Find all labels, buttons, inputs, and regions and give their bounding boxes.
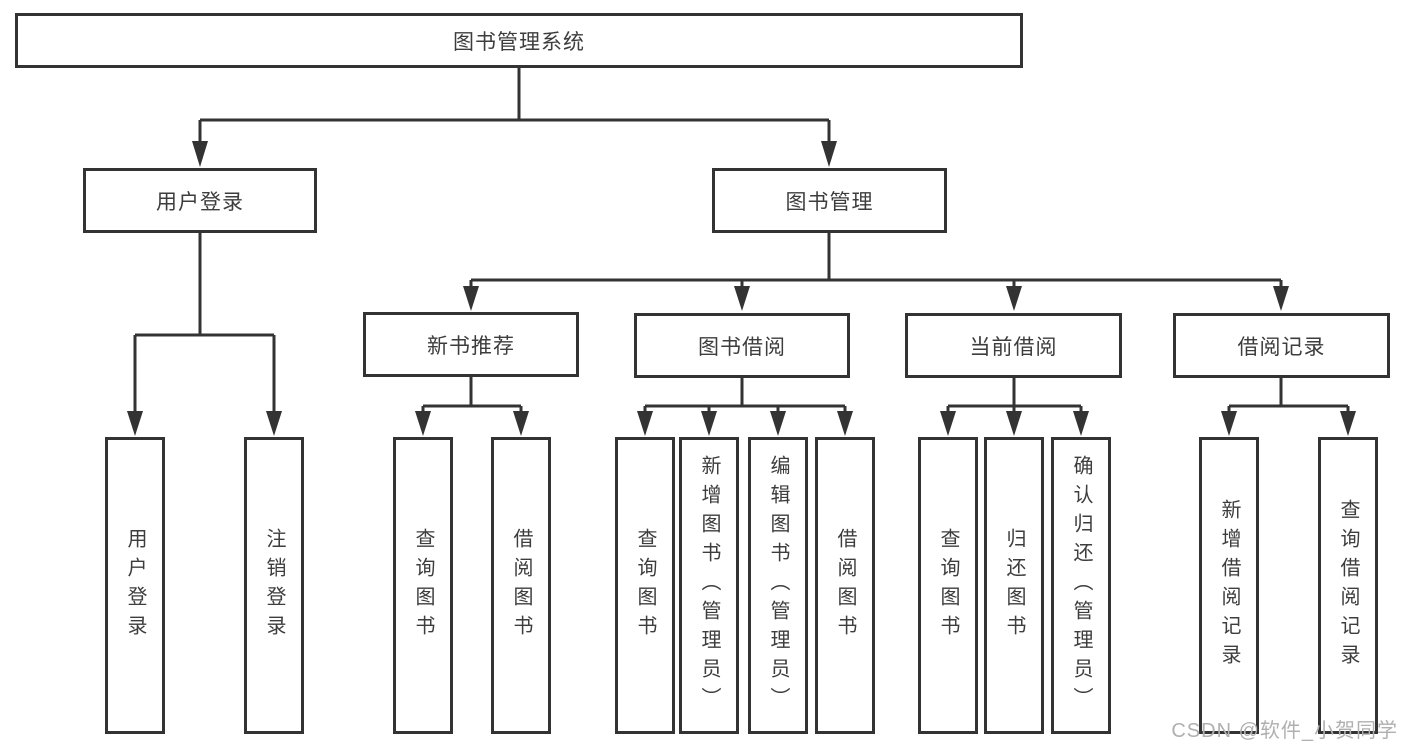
node-label: 用户登录 (156, 190, 244, 214)
leaf-return-books: 归还图书 (984, 437, 1044, 734)
arrowhead (463, 286, 479, 311)
arrowhead (192, 141, 208, 167)
arrowhead (821, 141, 837, 167)
node-label: 图书管理 (785, 190, 874, 214)
arrowhead (127, 411, 143, 436)
arrowhead (701, 411, 717, 436)
connector-current-borrow-to-leaves (940, 378, 1089, 436)
arrowhead (940, 411, 956, 436)
node-label: 查询图书 (634, 527, 656, 644)
arrowhead (1006, 286, 1022, 311)
leaf-query-books-current: 查询图书 (918, 437, 978, 734)
leaf-borrow-books: 借阅图书 (815, 437, 875, 734)
connector-book-borrow-to-leaves (637, 378, 853, 436)
connector-root-to-level2 (192, 68, 837, 167)
arrowhead (734, 286, 750, 311)
leaf-logout: 注销登录 (244, 437, 304, 734)
node-new-book-recommend: 新书推荐 (363, 312, 579, 377)
arrowhead (415, 411, 431, 436)
node-label: 用户登录 (124, 527, 146, 644)
leaf-query-books-recommend: 查询图书 (393, 437, 453, 734)
arrowhead (1221, 411, 1237, 436)
leaf-query-borrow-record: 查询借阅记录 (1318, 437, 1378, 734)
arrowhead (637, 411, 653, 436)
node-label: 查询借阅记录 (1337, 498, 1359, 673)
node-label: 归还图书 (1003, 527, 1025, 644)
leaf-user-login: 用户登录 (105, 437, 165, 734)
node-label: 注销登录 (263, 527, 285, 644)
node-label: 查询图书 (937, 527, 959, 644)
node-label: 图书管理系统 (453, 30, 585, 54)
node-label: 确认归还（管理员） (1070, 455, 1092, 716)
connector-book-mgmt-to-level3 (463, 233, 1289, 311)
arrowhead (1273, 286, 1289, 311)
arrowhead (513, 411, 529, 436)
node-label: 新增图书（管理员） (698, 455, 720, 716)
node-label: 查询图书 (412, 527, 434, 644)
leaf-borrow-books-recommend: 借阅图书 (491, 437, 551, 734)
node-label: 新增借阅记录 (1218, 498, 1240, 673)
leaf-add-borrow-record: 新增借阅记录 (1199, 437, 1259, 734)
node-label: 编辑图书（管理员） (767, 455, 789, 716)
csdn-watermark: CSDN @软件_小贺同学 (1171, 720, 1398, 742)
leaf-query-books-borrow: 查询图书 (615, 437, 675, 734)
node-label: 借阅记录 (1237, 335, 1326, 359)
connector-borrow-record-to-leaves (1221, 378, 1356, 436)
leaf-add-book-admin: 新增图书（管理员） (679, 437, 739, 734)
node-label: 借阅图书 (510, 527, 532, 644)
arrowhead (1340, 411, 1356, 436)
node-label: 新书推荐 (427, 334, 515, 358)
connector-user-login-to-leaves (127, 233, 282, 436)
connector-new-book-to-leaves (415, 377, 529, 436)
node-label: 当前借阅 (969, 335, 1058, 359)
arrowhead (1073, 411, 1089, 436)
leaf-confirm-return-admin: 确认归还（管理员） (1051, 437, 1111, 734)
leaf-edit-book-admin: 编辑图书（管理员） (748, 437, 808, 734)
node-current-borrow: 当前借阅 (905, 313, 1122, 378)
arrowhead (770, 411, 786, 436)
node-user-login: 用户登录 (83, 168, 317, 233)
arrowhead (266, 411, 282, 436)
node-label: 借阅图书 (834, 527, 856, 644)
node-book-borrow: 图书借阅 (634, 313, 850, 378)
node-root-system: 图书管理系统 (15, 13, 1023, 68)
node-borrow-record: 借阅记录 (1173, 313, 1390, 378)
node-label: 图书借阅 (698, 335, 786, 359)
arrowhead (837, 411, 853, 436)
arrowhead (1006, 411, 1022, 436)
node-book-management: 图书管理 (712, 168, 947, 233)
